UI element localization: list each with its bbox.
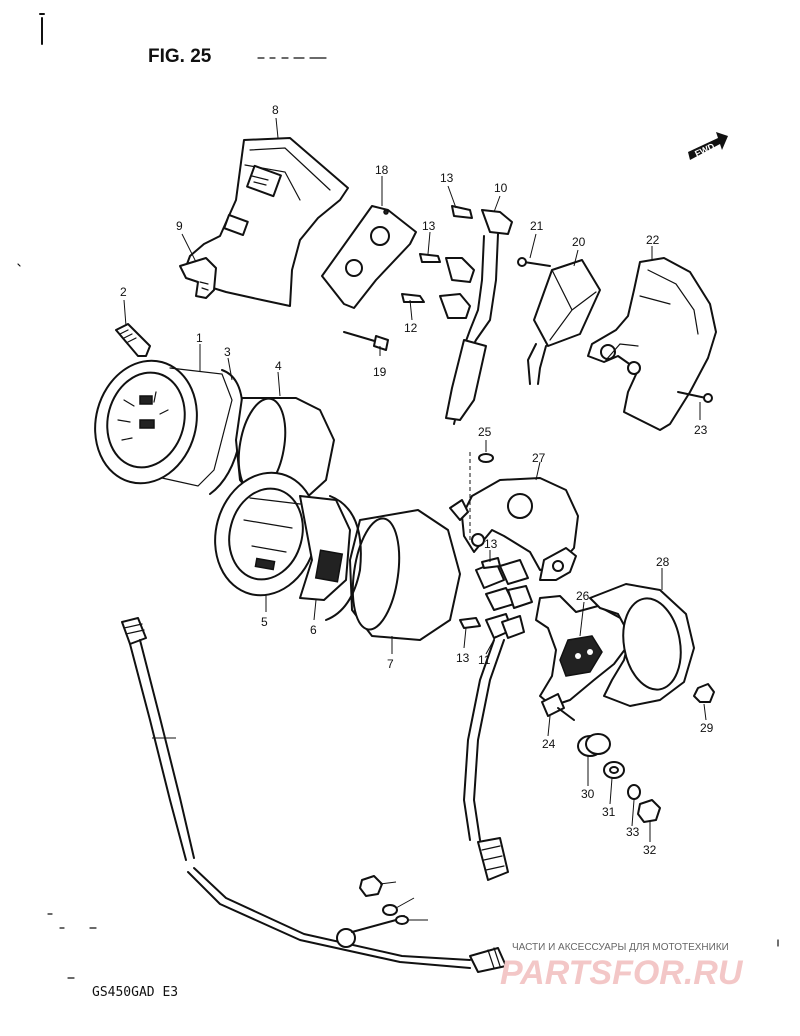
part-9-indicator-plate [179, 257, 217, 299]
figure-title: FIG. 25 [148, 46, 212, 67]
part-7-meter-case [349, 509, 461, 641]
callout-26: 30 [581, 787, 595, 801]
part-24-meter-base [589, 583, 695, 707]
part-30-speedometer-cable [121, 617, 507, 973]
callout-25: 29 [700, 721, 714, 735]
callout-13: 13 [422, 219, 436, 233]
callout-4: 4 [275, 359, 282, 373]
callout-5: 5 [261, 615, 268, 629]
callout-28: 32 [643, 843, 657, 857]
scan-specks [17, 263, 779, 979]
part-19-screw [677, 391, 713, 403]
callout-18: 22 [646, 233, 660, 247]
callout-10: 10 [494, 181, 508, 195]
callout-8: 8 [272, 103, 279, 117]
callout-1: 1 [196, 331, 203, 345]
part-2-cable-connector [115, 323, 151, 357]
wiring-harness [463, 639, 509, 881]
part-11-bulb-socket-cluster [475, 559, 533, 639]
part-13-bulbs-lower [459, 557, 501, 629]
callout-20: 24 [542, 737, 556, 751]
part-8-meter-upper-cover [183, 137, 349, 307]
callout-14: 18 [375, 163, 389, 177]
callout-13: 13 [484, 537, 498, 551]
watermark-logo: PARTSFOR.RU [500, 954, 744, 992]
part-16-relay-unit [527, 259, 601, 385]
part-33-washer [382, 904, 398, 916]
callout-12: 12 [404, 321, 418, 335]
callout-9: 9 [176, 219, 183, 233]
part-18-meter-rear-cover [587, 257, 717, 431]
callout-11: 11 [478, 653, 491, 667]
callout-labels: 8 9 18 13 10 13 12 19 21 20 22 23 2 1 3 … [120, 103, 714, 857]
part-28-nut [637, 799, 661, 823]
part-14-lamp-socket-plate [321, 205, 417, 309]
callout-15: 19 [373, 365, 387, 379]
callout-27: 31 [602, 805, 616, 819]
part-17-screw [517, 257, 551, 267]
part-29-washer [627, 784, 641, 800]
part-27-washer [603, 761, 625, 779]
callout-22: 26 [576, 589, 590, 603]
callout-19: 23 [694, 423, 708, 437]
part-23-meter-housing [449, 477, 579, 581]
callout-13: 13 [456, 651, 470, 665]
part-26-rubber-damper [577, 733, 611, 757]
part-21-grommet [469, 452, 494, 540]
part-6-tacho-housing [299, 495, 351, 601]
part-10-bulb-socket-group [439, 209, 513, 425]
corner-mark [39, 13, 45, 45]
callout-6: 6 [310, 623, 317, 637]
callout-13: 13 [440, 171, 454, 185]
part-15-screw [343, 331, 389, 351]
callout-3: 3 [224, 345, 231, 359]
ring-gasket [325, 495, 362, 621]
part-20-bolt [541, 693, 575, 721]
model-code: GS450GAD E3 [92, 985, 178, 1000]
part-25-nut [693, 683, 715, 703]
part-5-tachometer [214, 471, 318, 597]
part-13-bulb-top [401, 205, 473, 303]
callout-2: 2 [120, 285, 127, 299]
part-22-indicator-bracket [535, 595, 633, 707]
callout-29: 33 [626, 825, 640, 839]
callout-21: 25 [478, 425, 492, 439]
watermark-tagline: ЧАСТИ И АКСЕССУАРЫ ДЛЯ МОТОТЕХНИКИ [512, 942, 729, 953]
part-31-cable-clamp [336, 915, 409, 948]
leader-lines [123, 117, 707, 921]
callout-17: 21 [530, 219, 544, 233]
callout-24: 28 [656, 555, 670, 569]
callout-7: 7 [387, 657, 394, 671]
callout-16: 20 [572, 235, 586, 249]
callout-23: 27 [532, 451, 546, 465]
fwd-arrow-icon: FWD [688, 132, 728, 160]
part-32-bolt [359, 875, 383, 897]
part-1-speedometer [94, 359, 233, 487]
